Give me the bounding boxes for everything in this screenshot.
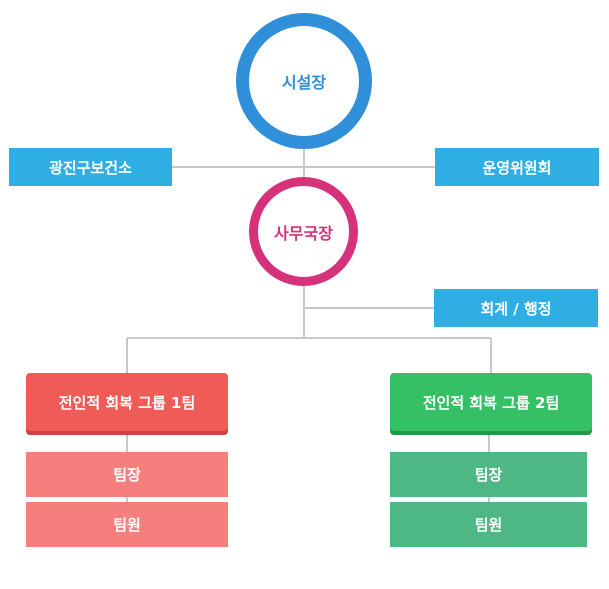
team1-leader-label: 팀장 bbox=[113, 466, 141, 484]
team2-leader-box: 팀장 bbox=[390, 452, 587, 497]
committee-box: 운영위원회 bbox=[435, 148, 599, 186]
team1-member-label: 팀원 bbox=[113, 516, 141, 534]
team1-header: 전인적 회복 그룹 1팀 bbox=[26, 373, 228, 431]
committee-label: 운영위원회 bbox=[482, 158, 552, 177]
team1-title: 전인적 회복 그룹 1팀 bbox=[58, 393, 196, 412]
director-node: 시설장 bbox=[236, 13, 372, 149]
team2-member-box: 팀원 bbox=[390, 502, 587, 547]
health-center-label: 광진구보건소 bbox=[49, 158, 132, 177]
team2-title: 전인적 회복 그룹 2팀 bbox=[422, 393, 560, 412]
admin-label: 회계 / 행정 bbox=[480, 299, 552, 318]
team1-leader-box: 팀장 bbox=[26, 452, 228, 497]
team2-leader-label: 팀장 bbox=[474, 466, 503, 484]
team1-member-box: 팀원 bbox=[26, 502, 228, 547]
health-center-box: 광진구보건소 bbox=[9, 148, 172, 186]
team2-header: 전인적 회복 그룹 2팀 bbox=[390, 373, 592, 431]
admin-box: 회계 / 행정 bbox=[434, 289, 598, 327]
secretary-node: 사무국장 bbox=[249, 177, 358, 286]
team2-member-label: 팀원 bbox=[474, 516, 503, 534]
director-label: 시설장 bbox=[281, 73, 327, 92]
secretary-label: 사무국장 bbox=[274, 223, 333, 243]
